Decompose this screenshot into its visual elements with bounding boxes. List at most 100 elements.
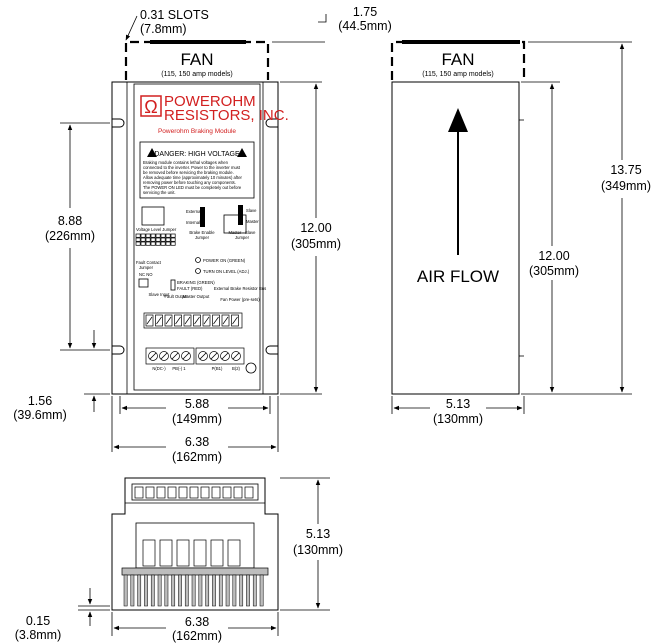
capacitor	[159, 539, 173, 567]
heatsink-fin	[137, 574, 142, 607]
master-slave-label-2: Jumper	[235, 235, 250, 240]
slot-spacing-label-mm: (226mm)	[45, 229, 95, 243]
heatsink-base	[121, 567, 269, 576]
jumper-cell	[145, 241, 151, 246]
jumper-cell	[155, 233, 161, 238]
danger-line: connected to the inverter. Power to the …	[143, 165, 241, 170]
power-terminal-screw	[170, 351, 180, 361]
fan-dim-label: 1.75	[353, 5, 377, 19]
jumper-cell	[160, 237, 166, 242]
braking-led	[170, 279, 176, 291]
slot-dim-label-mm: (7.8mm)	[140, 22, 187, 36]
power-terminal-screw	[220, 351, 230, 361]
master-slave-label: Master - Slave	[229, 230, 257, 235]
heatsink-fin	[191, 574, 196, 607]
danger-line: Braking module contains lethal voltages …	[143, 160, 229, 165]
power-screw-slot	[160, 352, 168, 360]
heatsink-fin	[157, 574, 162, 607]
outer-width-label: 6.38	[185, 435, 209, 449]
bottom-terminal	[222, 486, 232, 499]
power-block-frame	[145, 347, 195, 365]
danger-line: servicing the unit.	[143, 190, 176, 195]
jumper-cell	[150, 233, 156, 238]
jumper-cell	[170, 241, 176, 246]
heatsink-fin	[130, 574, 135, 607]
module-name: Powerohm Braking Module	[158, 128, 236, 135]
signal-terminal	[221, 314, 230, 327]
side-fan-top-bar	[402, 40, 520, 44]
capacitor	[193, 539, 207, 567]
bottom-depth-label: 5.13	[306, 527, 330, 541]
heatsink-fin	[164, 574, 169, 607]
slot-upper-right	[265, 118, 278, 128]
fault-jumper-label: Fault Contact	[136, 260, 162, 265]
jumper-cell	[170, 237, 176, 242]
power-terminal-label: PB(-) 1	[172, 366, 186, 371]
total-height-label-mm: (349mm)	[601, 179, 651, 193]
airflow-label: AIR FLOW	[417, 267, 499, 286]
jumper-cell	[145, 237, 151, 242]
heatsink-fin	[212, 574, 216, 607]
power-screw-slot	[171, 352, 179, 360]
heatsink-fin	[252, 574, 257, 607]
bottom-terminals	[134, 486, 254, 499]
power-terminal-screw	[148, 351, 158, 361]
jumper-cell	[140, 233, 146, 238]
side-fan-note: (115, 150 amp models)	[422, 71, 493, 78]
terminal-screw-slot	[184, 316, 191, 325]
bottom-terminal	[167, 486, 177, 499]
terminal-screw-slot	[203, 316, 210, 325]
nc-no-label: NC NO	[139, 272, 153, 277]
bottom-terminal	[178, 486, 188, 499]
danger-line: removing power before touching any compo…	[143, 180, 236, 185]
power-screw-slot	[149, 352, 157, 360]
slot-lower-right	[265, 345, 278, 355]
heatsink-fin	[205, 574, 210, 607]
switch-label-internal: Internal	[186, 220, 200, 225]
power-terminal-screw	[181, 351, 191, 361]
bottom-terminal	[244, 486, 254, 499]
bottom-terminal	[145, 486, 155, 499]
heatsink-fin	[246, 574, 250, 607]
terminal-label: Master Output	[183, 294, 210, 299]
signal-terminal	[145, 314, 154, 327]
heatsink-fin	[123, 574, 128, 607]
signal-terminal	[231, 314, 239, 327]
fault-jumper	[138, 278, 149, 288]
circuit-board	[133, 83, 261, 391]
slot-leader	[125, 15, 138, 41]
flange-label: 0.15	[26, 614, 50, 628]
heatsink-fins	[121, 567, 269, 607]
capacitor	[176, 539, 190, 567]
total-height-label: 13.75	[610, 163, 641, 177]
danger-line: Allow adequate time (approximately 10 mi…	[143, 175, 243, 180]
signal-strip-frame	[143, 312, 243, 329]
bottom-depth-label-mm: (130mm)	[293, 543, 343, 557]
switch-label-slave: Slave	[246, 208, 257, 213]
power-terminal-block	[145, 347, 245, 365]
danger-warning: DANGER: HIGH VOLTAGE Braking module cont…	[139, 141, 255, 199]
switch-label-external: External	[186, 209, 201, 214]
dim-label-bg	[166, 400, 228, 410]
heatsink-fin	[150, 574, 155, 607]
side-height-label-mm: (305mm)	[529, 264, 579, 278]
capacitor	[142, 539, 156, 567]
brake-enable-switch	[200, 207, 205, 227]
airflow-arrow-head	[448, 108, 468, 132]
bottom-terminal	[156, 486, 166, 499]
power-screw-slot	[221, 352, 229, 360]
height-dim-label-mm: (305mm)	[291, 237, 341, 251]
signal-terminal	[183, 314, 192, 327]
power-terminal-screw	[198, 351, 208, 361]
bottom-terminal-strip	[131, 483, 259, 501]
danger-box	[139, 141, 255, 199]
turn-on-level-pot	[195, 268, 201, 274]
bottom-view: 5.13 (130mm) 0.15 (3.8mm) 6.38 (162mm)	[15, 477, 350, 643]
heatsink-fin	[178, 574, 182, 607]
bottom-width-label-mm: (162mm)	[172, 629, 222, 643]
terminal-label: External Brake Resistor Bus	[214, 286, 266, 291]
brake-enable-label: Brake Enable	[189, 230, 215, 235]
signal-terminal	[202, 314, 211, 327]
terminal-screw-slot	[213, 316, 219, 325]
